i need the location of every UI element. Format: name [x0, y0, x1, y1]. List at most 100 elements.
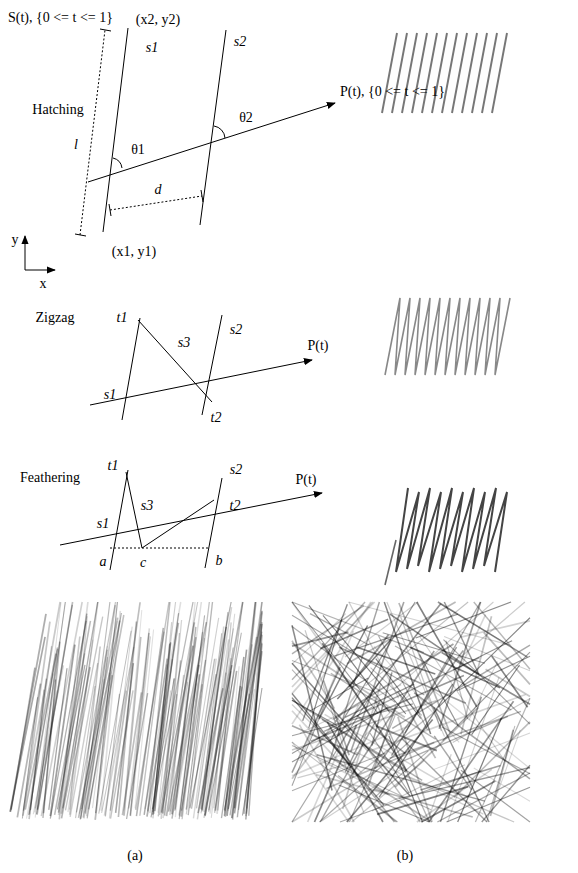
texture-stroke: [375, 699, 430, 822]
zigzag-stroke: [385, 298, 510, 375]
texture-stroke: [292, 745, 431, 809]
label: (b): [397, 849, 413, 863]
texture-stroke: [59, 637, 80, 820]
label: s1: [104, 388, 116, 402]
label: s3: [178, 336, 190, 350]
texture-stroke: [395, 646, 511, 710]
texture-stroke: [197, 607, 231, 819]
texture-stroke: [368, 706, 396, 786]
texture-stroke: [227, 650, 247, 816]
texture-stroke: [292, 682, 379, 822]
label: Zigzag: [36, 311, 75, 325]
texture-stroke: [144, 659, 167, 815]
label: t1: [108, 459, 119, 473]
label: s2: [234, 35, 246, 49]
texture-stroke: [70, 602, 98, 815]
label: s1: [97, 517, 109, 531]
texture-stroke: [330, 602, 415, 742]
texture-stroke: [324, 658, 479, 732]
texture-stroke: [329, 602, 380, 764]
texture-stroke: [136, 628, 163, 816]
label: s2: [230, 323, 242, 337]
label: c: [140, 556, 146, 570]
texture-stroke: [232, 602, 262, 818]
label: (a): [127, 849, 143, 863]
texture-stroke: [390, 614, 479, 675]
texture-stroke: [317, 755, 485, 801]
label: Feathering: [20, 471, 80, 485]
texture-stroke: [201, 633, 222, 808]
texture-stroke: [35, 665, 63, 808]
feather-stroke: [396, 488, 507, 572]
texture-stroke: [153, 644, 170, 815]
texture-stroke: [246, 635, 262, 820]
texture-stroke: [366, 602, 469, 686]
texture-stroke: [233, 602, 256, 820]
label: s3: [141, 499, 153, 513]
label: Hatching: [32, 103, 83, 117]
label: (x2, y2): [136, 13, 180, 27]
label: θ2: [239, 111, 253, 125]
texture-stroke: [215, 602, 243, 813]
label: s1: [146, 41, 158, 55]
texture-stroke: [201, 628, 233, 813]
texture-stroke: [448, 677, 499, 822]
texture-stroke: [186, 684, 202, 809]
texture-stroke: [387, 602, 445, 736]
texture-stroke: [37, 649, 58, 814]
texture-stroke: [438, 602, 527, 657]
label: P(t), {0 <= t <= 1}: [340, 85, 445, 99]
label: s2: [230, 463, 242, 477]
texture-stroke: [23, 622, 50, 816]
texture-stroke: [124, 610, 142, 810]
texture-stroke: [441, 604, 509, 645]
texture-stroke: [160, 602, 198, 815]
label: P(t): [296, 473, 317, 487]
texture-stroke: [474, 768, 530, 801]
label: l: [74, 138, 78, 152]
texture-stroke: [163, 620, 182, 813]
texture-stroke: [96, 602, 118, 813]
label: t2: [230, 499, 241, 513]
texture-stroke: [292, 660, 374, 691]
texture-stroke: [35, 602, 66, 812]
texture-stroke: [105, 691, 127, 816]
hatching-diagram: [25, 28, 335, 270]
texture-stroke: [292, 632, 348, 646]
texture-stroke: [292, 602, 373, 694]
label: θ1: [131, 143, 145, 157]
texture-stroke: [292, 615, 424, 695]
texture-stroke: [232, 644, 252, 818]
label: P(t): [308, 339, 329, 353]
label: a: [100, 555, 107, 569]
label: d: [155, 183, 162, 197]
texture-stroke: [443, 652, 530, 740]
texture-stroke: [81, 647, 100, 819]
feather-stroke: [385, 540, 396, 585]
texture-stroke: [292, 700, 336, 725]
texture-stroke: [434, 733, 530, 769]
label: x: [40, 277, 47, 291]
stroke-samples: [382, 33, 510, 585]
label: S(t), {0 <= t <= 1}: [8, 11, 113, 25]
label: t1: [117, 311, 128, 325]
texture-stroke: [292, 770, 377, 822]
texture-stroke: [320, 619, 388, 649]
texture-stroke: [140, 632, 164, 816]
label: y: [12, 233, 19, 247]
texture-stroke: [316, 775, 390, 795]
texture-stroke: [442, 727, 530, 774]
texture-stroke: [440, 697, 481, 822]
label: b: [216, 554, 223, 568]
texture-stroke: [172, 637, 196, 814]
texture-stroke: [405, 775, 514, 822]
texture-stroke: [292, 606, 364, 654]
texture-stroke: [333, 644, 453, 719]
texture-b: [292, 602, 530, 822]
zigzag-diagram: [90, 315, 312, 420]
label: (x1, y1): [112, 245, 156, 259]
hatch-stroke: [492, 33, 507, 113]
feathering-diagram: [60, 470, 322, 570]
